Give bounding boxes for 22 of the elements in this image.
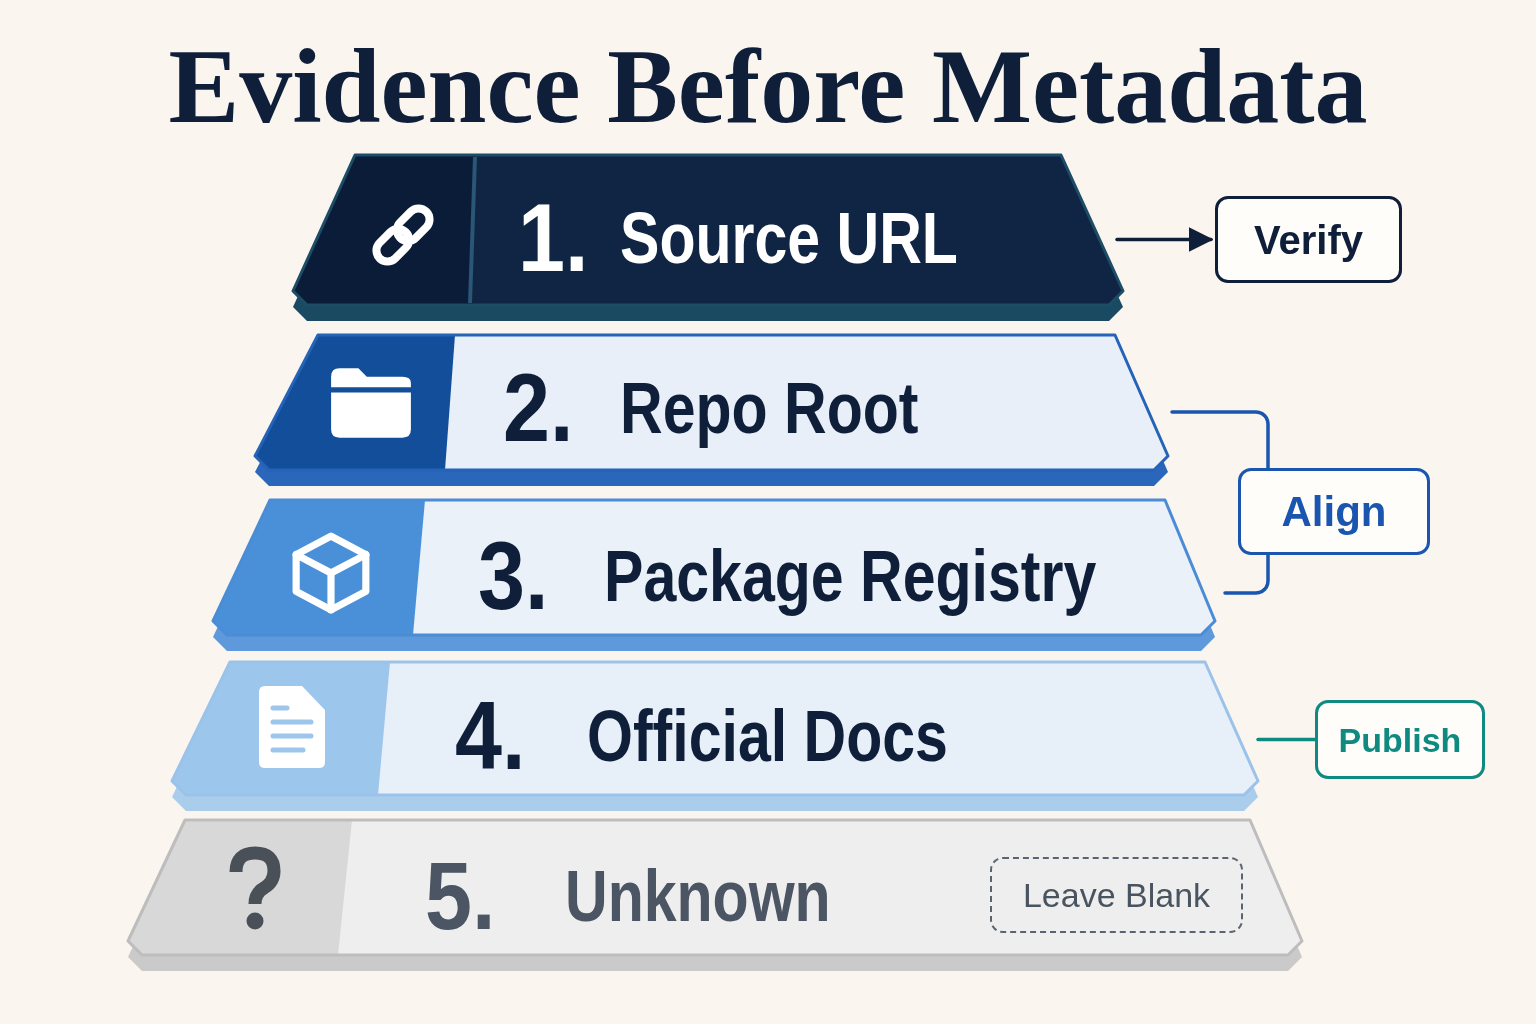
step-title: Official Docs — [587, 699, 948, 772]
dashed-tag: Leave Blank — [990, 857, 1243, 933]
tier-band — [172, 662, 1258, 811]
action-tag: Verify — [1215, 196, 1402, 283]
tier-band — [293, 155, 1123, 321]
tier-band — [213, 500, 1215, 651]
step-title: Source URL — [620, 201, 958, 274]
arrow — [1115, 227, 1214, 252]
title: Evidence Before Metadata — [168, 34, 1368, 140]
step-title: Unknown — [565, 859, 831, 932]
tier-band — [255, 335, 1168, 486]
action-tag: Publish — [1315, 700, 1485, 779]
step-number: 4. — [455, 687, 526, 784]
step-number: 5. — [425, 847, 496, 944]
connector-line — [1256, 737, 1317, 742]
step-number: 3. — [478, 527, 549, 624]
tier-band — [128, 820, 1302, 971]
action-tag: Align — [1238, 468, 1430, 555]
step-number: 2. — [503, 359, 574, 456]
connector-line — [1170, 410, 1270, 470]
step-number: 1. — [518, 189, 589, 286]
connector-line — [1223, 553, 1270, 595]
